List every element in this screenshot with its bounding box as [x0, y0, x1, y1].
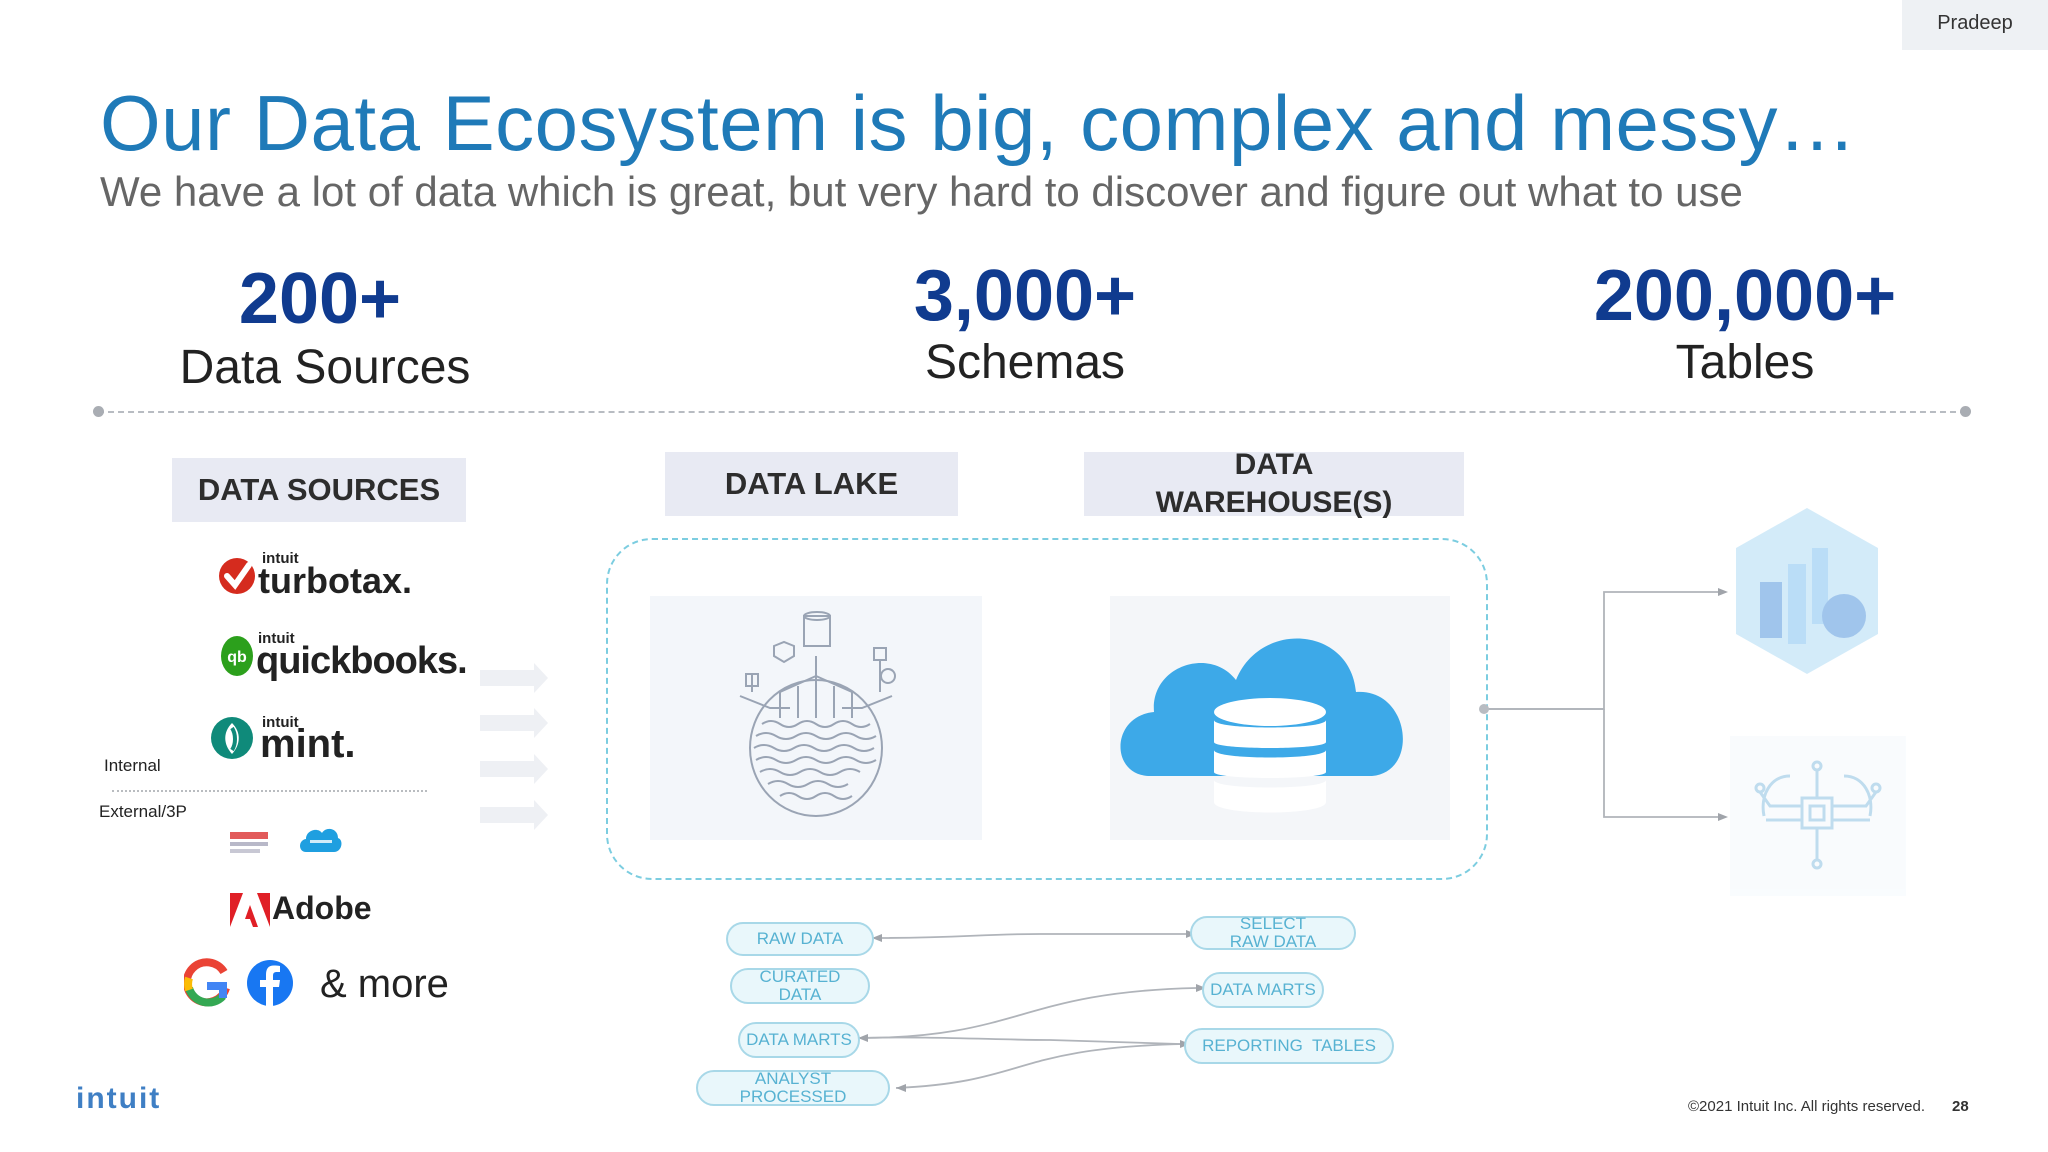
flow-arrow-1 — [480, 663, 548, 693]
speaker-label: Pradeep — [1902, 0, 2048, 50]
header-data-warehouse: DATA WAREHOUSE(S) — [1084, 448, 1464, 519]
page-number: 28 — [1952, 1098, 1969, 1115]
stat-sources-label: Data Sources — [179, 341, 471, 394]
header-data-lake: DATA LAKE — [665, 452, 958, 516]
slide-subtitle: We have a lot of data which is great, bu… — [100, 168, 1743, 215]
internal-external-divider — [112, 790, 427, 792]
analytics-chart-icon — [1736, 508, 1878, 674]
pill-data-marts-warehouse: DATA MARTS — [1202, 972, 1324, 1008]
turbotax-word: turbotax. — [258, 560, 413, 601]
flow-arrow-3 — [480, 754, 548, 784]
turbotax-check-icon — [219, 558, 255, 594]
adobe-a-icon — [230, 893, 270, 927]
adobe-word: Adobe — [272, 890, 372, 926]
quickbooks-intuit-word: intuit — [258, 630, 295, 647]
pill-select-raw-data: SELECT RAW DATA — [1190, 915, 1356, 951]
data-lake-icon — [739, 611, 896, 817]
copyright-text: ©2021 Intuit Inc. All rights reserved. — [1688, 1098, 1926, 1115]
pill-analyst-processed: ANALYST PROCESSED — [696, 1070, 890, 1106]
mint-logo: intuit mint. — [210, 710, 410, 770]
salesforce-cloud-icon — [300, 828, 342, 852]
analytics-cube-illustration — [1732, 504, 1882, 678]
pill-curated-data: CURATED DATA — [730, 968, 870, 1004]
pill-data-marts-lake: DATA MARTS — [738, 1022, 860, 1058]
intuit-footer-logo: intuit — [76, 1082, 162, 1115]
slide-title: Our Data Ecosystem is big, complex and m… — [100, 79, 1857, 167]
adobe-logo: Adobe — [230, 890, 390, 930]
stat-schemas-number: 3,000+ — [913, 256, 1137, 336]
facebook-icon — [247, 960, 293, 1006]
header-data-sources: DATA SOURCES — [172, 458, 466, 522]
stat-tables-number: 200,000+ — [1593, 256, 1897, 336]
divider-line — [98, 411, 1966, 413]
flow-arrow-4 — [480, 800, 548, 830]
quickbooks-word: quickbooks. — [256, 640, 468, 682]
pill-reporting-tables: REPORTING TABLES — [1184, 1028, 1394, 1064]
flow-arrow-2 — [480, 708, 548, 738]
data-lake-illustration — [650, 596, 982, 840]
svg-text:qb: qb — [227, 649, 247, 666]
divider-dot-right — [1960, 406, 1971, 417]
data-warehouse-illustration — [1110, 596, 1450, 840]
mint-intuit-word: intuit — [262, 714, 299, 731]
cloud-database-icon — [1120, 638, 1403, 813]
quickbooks-qb-icon: qb — [221, 636, 253, 676]
mint-word: mint. — [260, 722, 356, 766]
mint-leaf-icon — [211, 717, 253, 759]
small-partner-logo — [230, 832, 268, 853]
divider-dot-left — [93, 406, 104, 417]
and-more-label: & more — [320, 962, 449, 1006]
turbotax-logo: intuit turbotax. — [218, 550, 418, 606]
turbotax-intuit-word: intuit — [262, 550, 299, 567]
quickbooks-logo: qb intuit quickbooks. — [218, 628, 468, 690]
stat-schemas-label: Schemas — [924, 336, 1126, 389]
stat-sources-number: 200+ — [238, 259, 402, 339]
pill-raw-data: RAW DATA — [726, 922, 874, 956]
google-g-icon — [184, 958, 230, 1007]
chip-circuit-icon — [1754, 760, 1882, 870]
ai-chip-illustration — [1730, 736, 1906, 896]
internal-label: Internal — [104, 756, 161, 775]
external-label: External/3P — [99, 802, 187, 821]
stat-tables-label: Tables — [1675, 336, 1815, 389]
